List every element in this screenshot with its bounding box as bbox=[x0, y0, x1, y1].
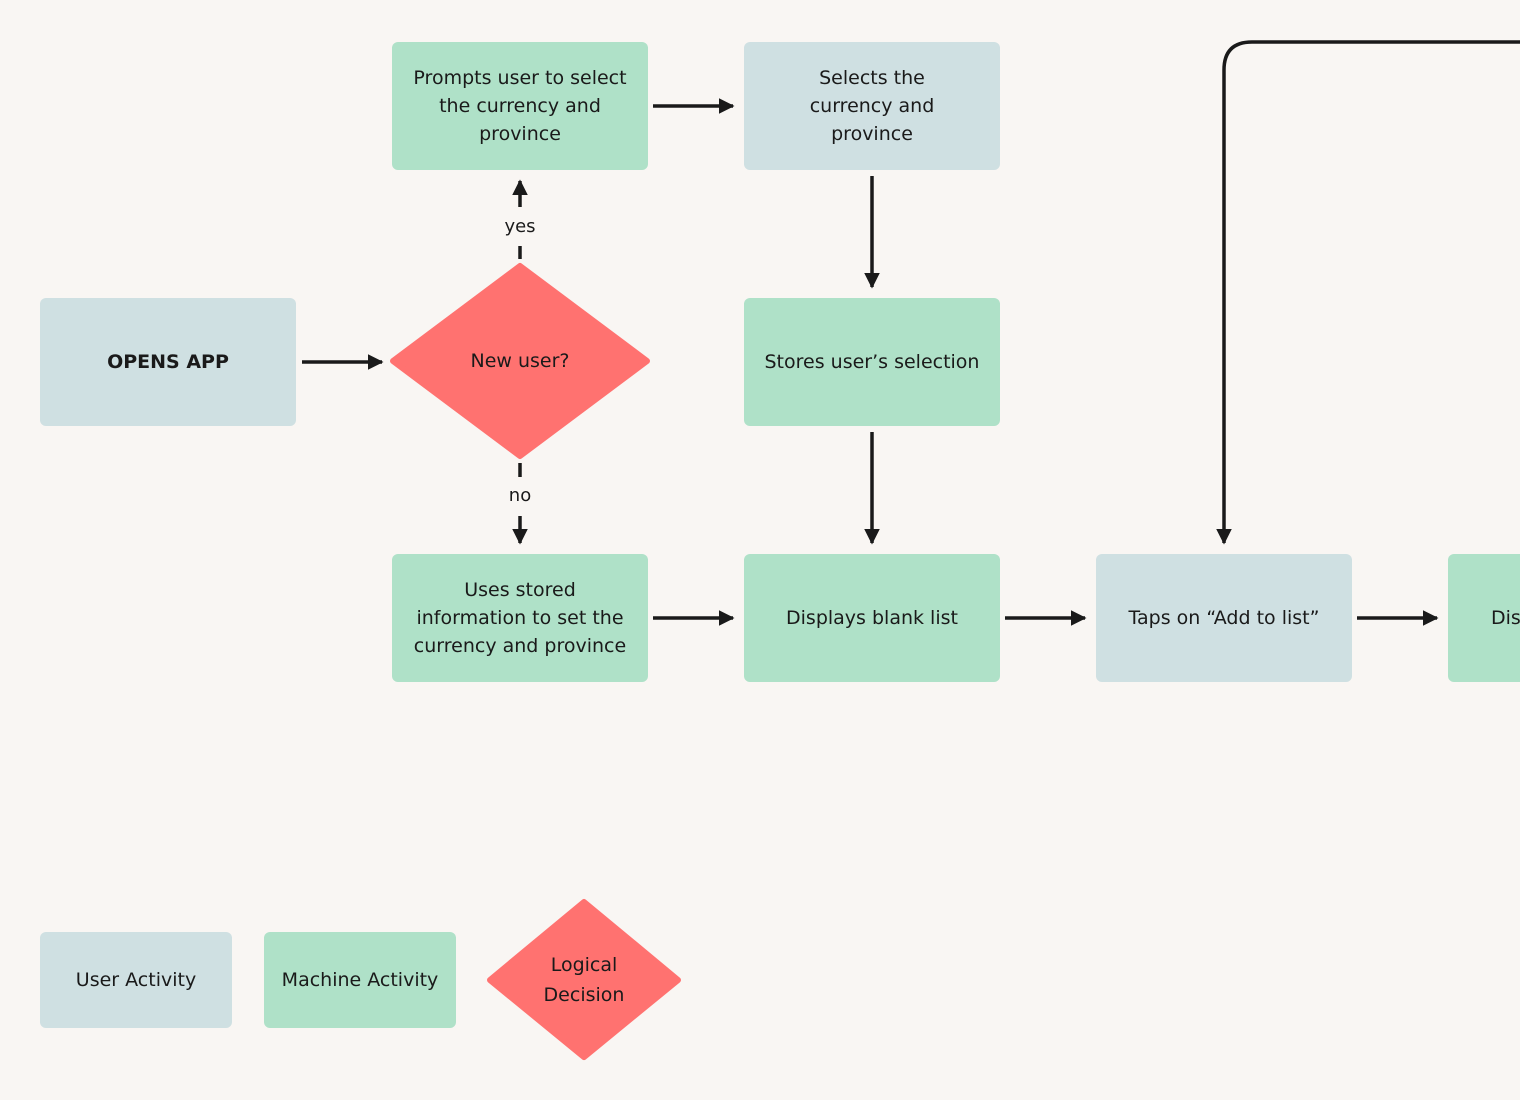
legend-decision-diamond bbox=[487, 899, 681, 1060]
node-new-user-label: New user? bbox=[470, 350, 570, 372]
decision-diamond[interactable] bbox=[390, 263, 650, 459]
legend-user-activity: User Activity bbox=[40, 932, 232, 1028]
legend-logical-decision-label: Logical Decision bbox=[543, 954, 625, 1006]
node-displays-blank-list[interactable]: Displays blank list bbox=[744, 554, 1000, 682]
node-stores-selection[interactable]: Stores user’s selection bbox=[744, 298, 1000, 426]
edge-label-yes: yes bbox=[504, 216, 536, 237]
legend-machine-activity: Machine Activity bbox=[264, 932, 456, 1028]
node-selects-currency[interactable]: Selects the currency and province bbox=[744, 42, 1000, 170]
node-prompts-user[interactable]: Prompts user to select the currency and … bbox=[392, 42, 648, 170]
node-uses-stored-info[interactable]: Uses stored information to set the curre… bbox=[392, 554, 648, 682]
node-displays-partial[interactable]: Dis bbox=[1448, 554, 1520, 682]
arrow-loop-to-taps bbox=[1216, 40, 1520, 545]
node-taps-add-to-list[interactable]: Taps on “Add to list” bbox=[1096, 554, 1352, 682]
edge-label-no: no bbox=[508, 485, 532, 506]
node-opens-app[interactable]: OPENS APP bbox=[40, 298, 296, 426]
